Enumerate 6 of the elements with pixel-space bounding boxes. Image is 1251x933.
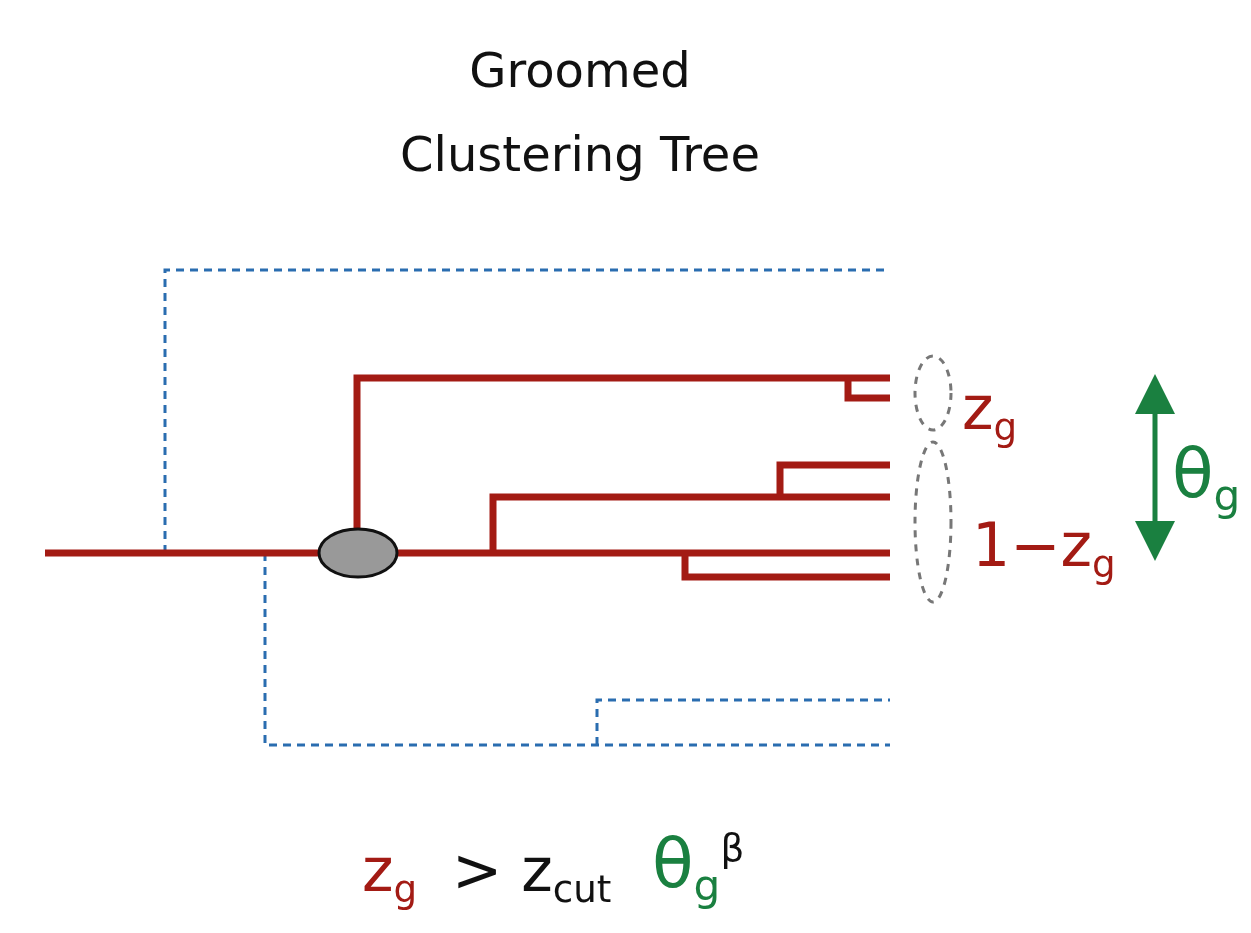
fraction-label: 1−z$_{g}$ xyxy=(972,515,1116,584)
angle-label: θ$_{g}$ xyxy=(1172,440,1241,517)
formula-term: > z$_{cut}$ xyxy=(452,840,612,909)
title: Groomed Clustering Tree xyxy=(399,41,761,184)
fraction-label: z$_{g}$ xyxy=(962,378,1018,447)
formula-term: z$_{g}$ xyxy=(362,840,418,909)
